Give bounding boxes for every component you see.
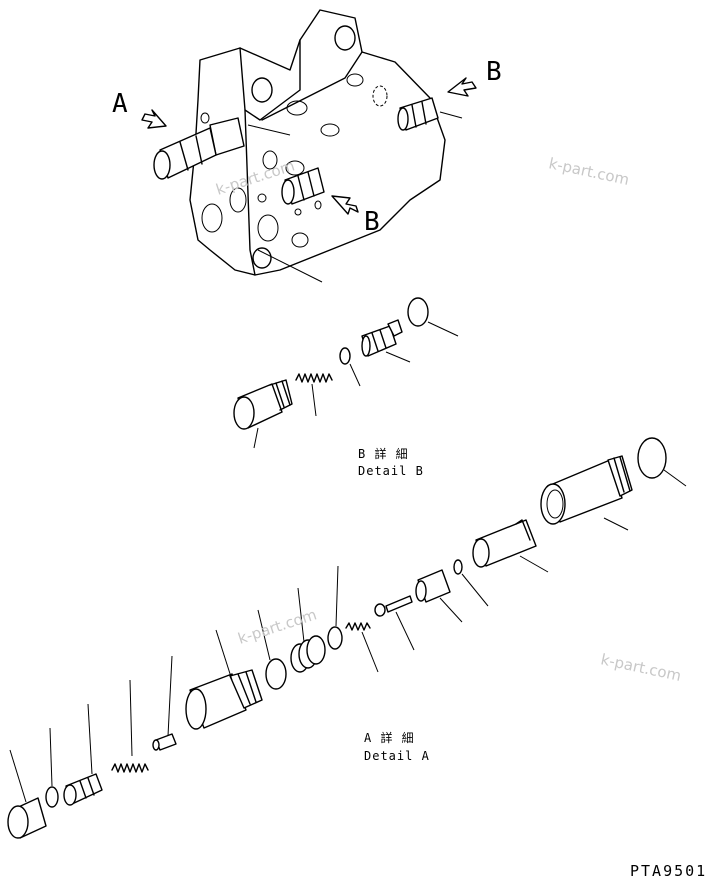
watermark-2: k-part.com	[547, 154, 631, 189]
arrow-b-top-icon	[447, 77, 477, 97]
detail-a-title-en: Detail A	[364, 749, 430, 763]
callout-a-label: A	[112, 89, 128, 119]
callout-b-mid-label: B	[364, 207, 380, 237]
detail-a-parts	[7, 437, 687, 839]
detail-b-title-en: Detail B	[358, 464, 424, 478]
detail-b-parts	[233, 297, 459, 449]
detail-a-title-jp: A 詳 細	[364, 730, 415, 745]
arrow-a-icon	[141, 109, 167, 129]
watermark-4: k-part.com	[599, 650, 683, 685]
arrow-b-mid-icon	[331, 195, 359, 215]
callout-b-top-label: B	[486, 57, 502, 87]
valve-body	[153, 9, 463, 283]
detail-b-title-jp: B 詳 細	[358, 446, 409, 461]
drawing-code: PTA9501	[630, 862, 707, 880]
